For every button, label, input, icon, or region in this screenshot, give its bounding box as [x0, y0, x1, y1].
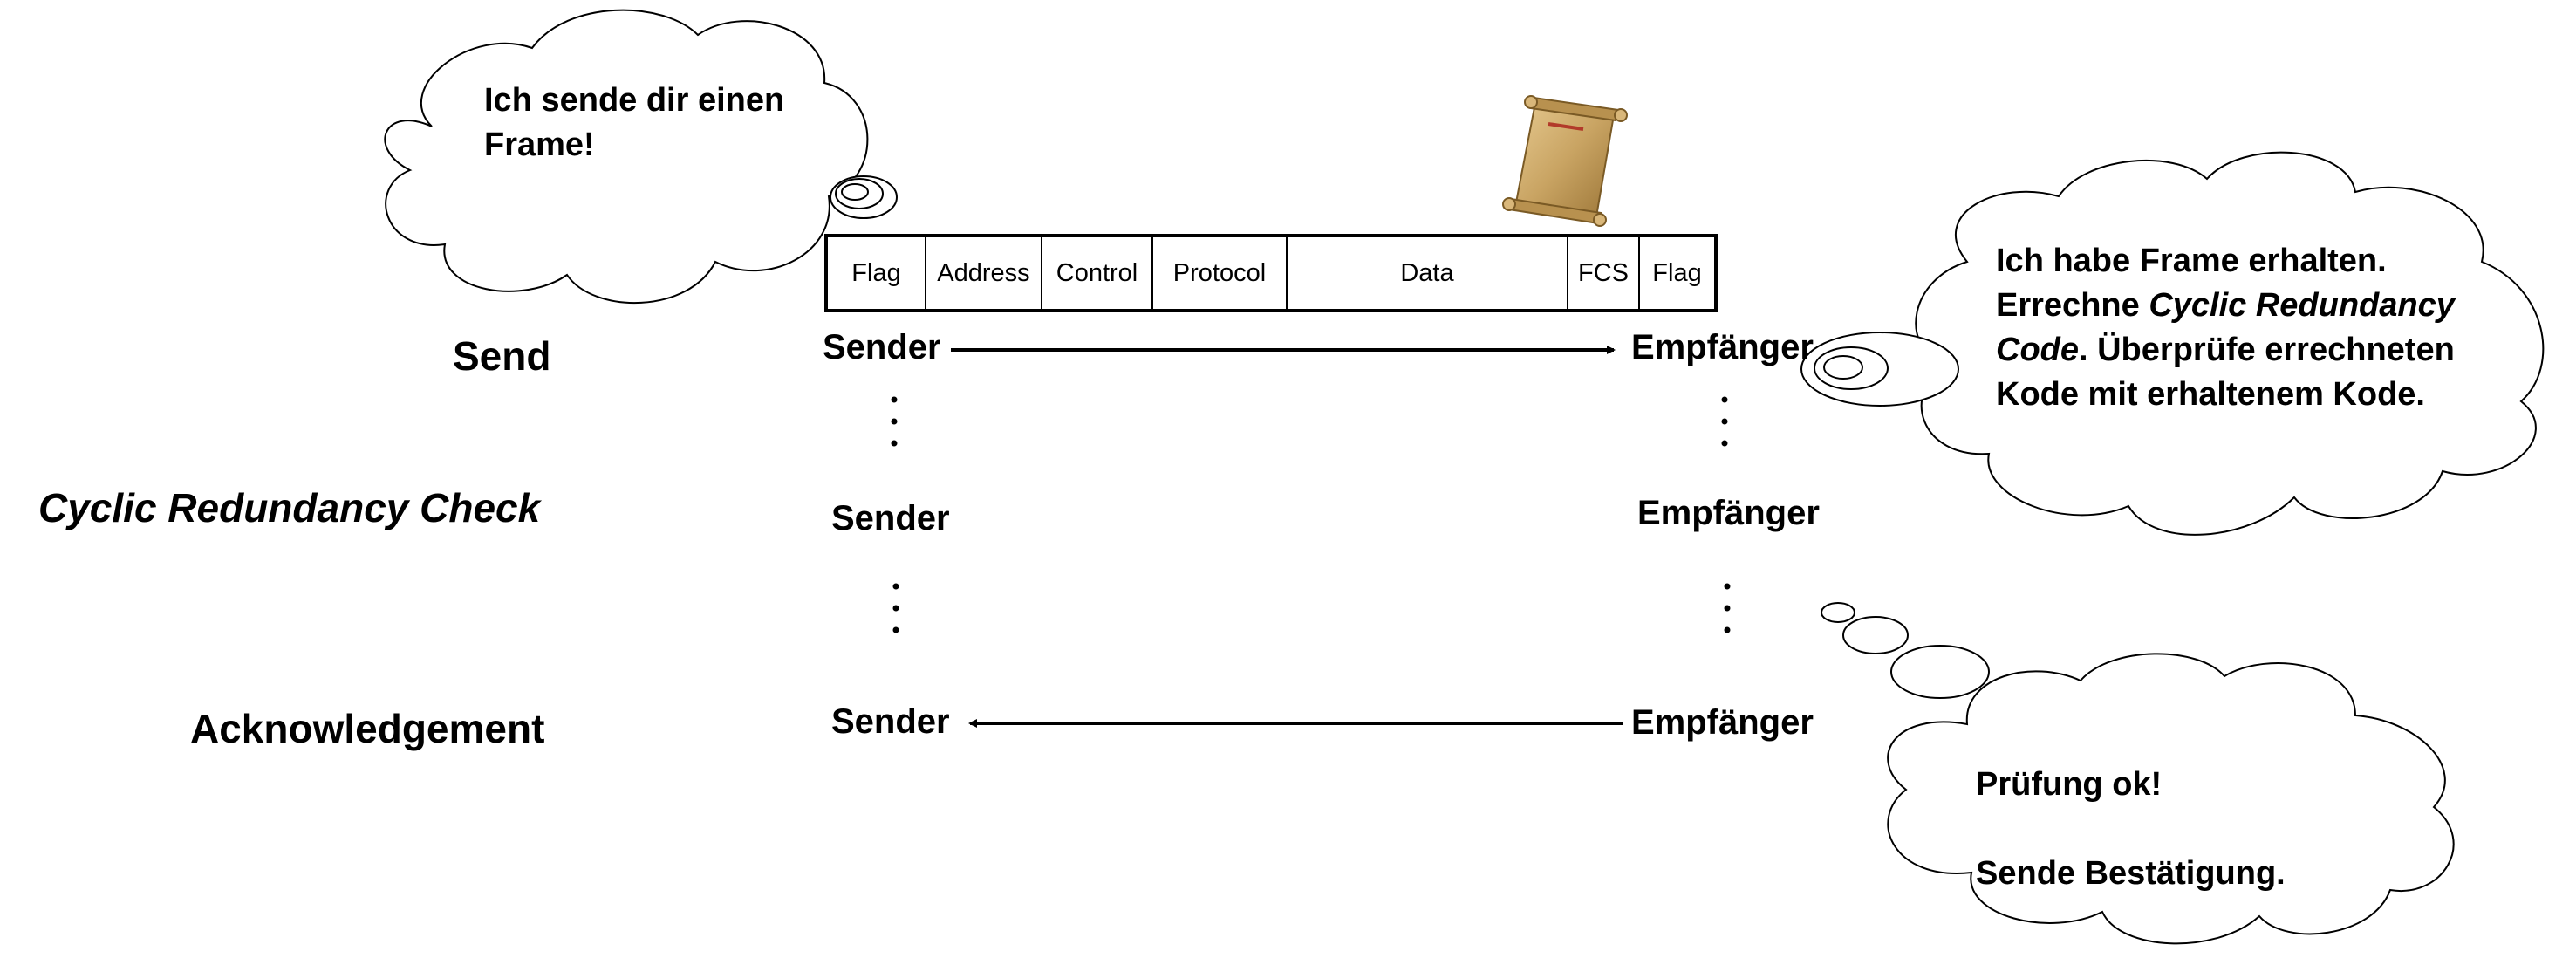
sender-crc: Sender — [831, 499, 950, 537]
frame-field-control: Control — [1042, 237, 1153, 309]
scroll-icon — [1502, 95, 1628, 227]
frame-field-data: Data — [1288, 237, 1568, 309]
frame-field-fcs: FCS — [1568, 237, 1640, 309]
ack-thought-cloud — [1821, 602, 2455, 945]
frame-field-address: Address — [926, 237, 1042, 309]
frame-field-flag-end: Flag — [1652, 258, 1702, 287]
receiver-send: Empfänger — [1631, 328, 1814, 366]
receiver-thought-line-4: Kode mit erhaltenem Kode. — [1996, 376, 2425, 413]
receiver-thought-line-3b: . Überprüfe errechneten — [2079, 332, 2455, 368]
frame-field-protocol: Protocol — [1153, 237, 1288, 309]
receiver-ellipsis-1 — [1721, 396, 1728, 447]
row-label-send: Send — [453, 333, 551, 379]
sender-thought-line-1: Ich sende dir einen — [484, 82, 785, 119]
receiver-ellipsis-2 — [1724, 583, 1731, 633]
frame-structure: Flag Address Control Protocol Data FCS F… — [824, 234, 1718, 312]
ack-thought-line-1: Prüfung ok! — [1976, 766, 2163, 803]
sender-ack: Sender — [831, 702, 950, 741]
sender-thought-text: Ich sende dir einen Frame! — [484, 79, 784, 168]
frame-field-flag-start: Flag — [828, 237, 926, 309]
receiver-ack: Empfänger — [1631, 703, 1814, 742]
receiver-thought-line-3a: Code — [1996, 332, 2079, 368]
row-label-crc: Cyclic Redundancy Check — [38, 485, 541, 530]
sender-send: Sender — [823, 328, 941, 366]
row-label-ack: Acknowledgement — [190, 706, 545, 751]
receiver-thought-line-2a: Errechne — [1996, 287, 2149, 324]
sender-ellipsis-1 — [891, 396, 898, 447]
receiver-thought-line-2b: Cyclic Redundancy — [2149, 287, 2455, 324]
ack-thought-line-2: Sende Bestätigung. — [1976, 855, 2286, 892]
receiver-crc: Empfänger — [1637, 494, 1820, 532]
receiver-thought-line-1: Ich habe Frame erhalten. — [1996, 243, 2387, 279]
sender-thought-line-2: Frame! — [484, 127, 595, 163]
sender-ellipsis-2 — [892, 583, 899, 633]
ack-thought-text: Prüfung ok! Sende Bestätigung. — [1976, 763, 2286, 896]
sender-thought-cloud — [384, 9, 898, 304]
receiver-thought-cloud — [1800, 151, 2545, 536]
receiver-thought-text: Ich habe Frame erhalten. Errechne Cyclic… — [1996, 239, 2455, 417]
